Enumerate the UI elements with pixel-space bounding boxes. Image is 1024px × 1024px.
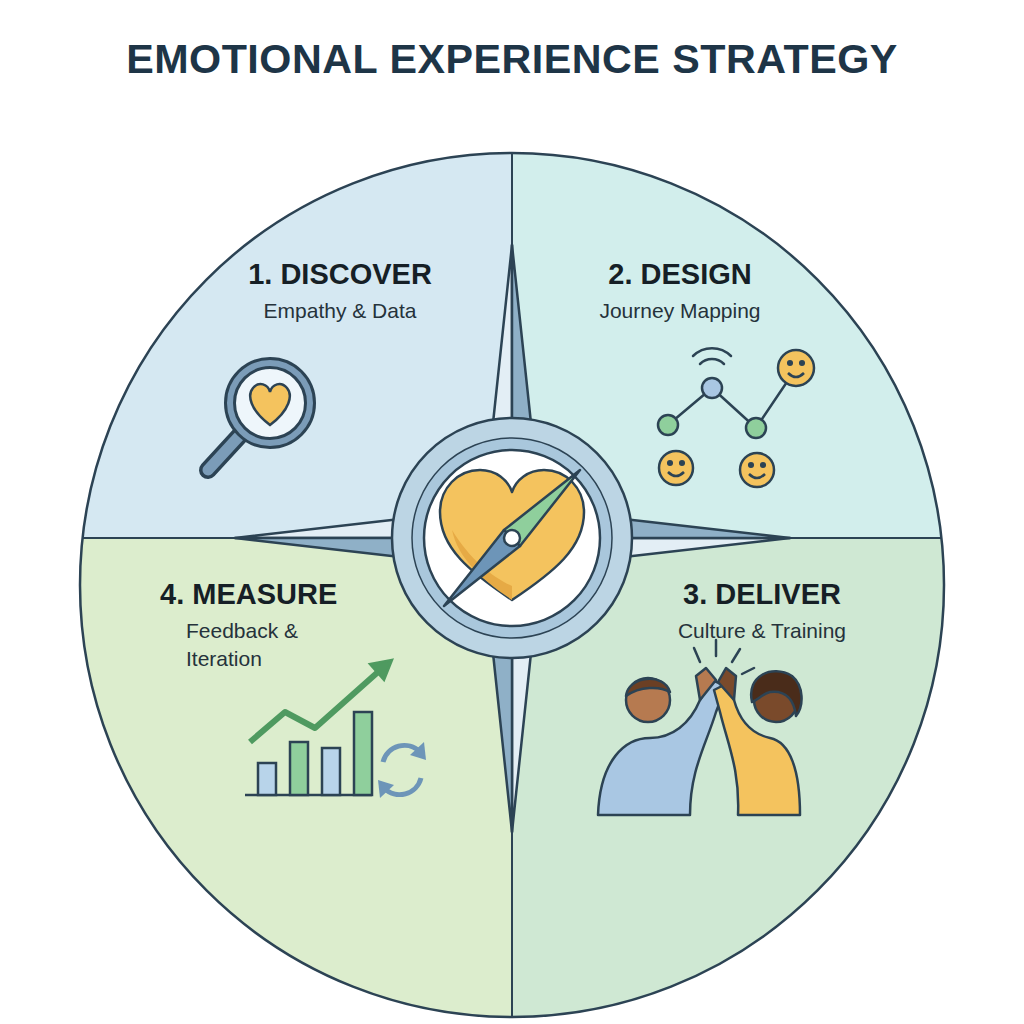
- step-heading: 3. DELIVER: [678, 578, 846, 611]
- magnifier-icon: [208, 363, 310, 470]
- step-subtitle: Feedback & Iteration: [160, 617, 350, 674]
- wheel-quadrants: [60, 140, 972, 1024]
- compass-emblem: [235, 245, 790, 832]
- smiley: [740, 453, 774, 487]
- step-heading: 1. DISCOVER: [248, 258, 432, 291]
- quadrant-label: 3. DELIVER Culture & Training: [678, 578, 846, 645]
- smiley: [778, 350, 814, 386]
- step-heading: 4. MEASURE: [160, 578, 350, 611]
- growth-chart-icon: [245, 660, 426, 798]
- step-heading: 2. DESIGN: [599, 258, 760, 291]
- quadrant-label: 2. DESIGN Journey Mapping: [599, 258, 760, 325]
- quadrant-label: 4. MEASURE Feedback & Iteration: [160, 578, 350, 674]
- quadrant-label: 1. DISCOVER Empathy & Data: [248, 258, 432, 325]
- journey-map-icon: [658, 348, 814, 487]
- smiley: [659, 451, 693, 485]
- step-subtitle: Journey Mapping: [599, 297, 760, 325]
- high-five-icon: [598, 640, 802, 815]
- diagram-title: EMOTIONAL EXPERIENCE STRATEGY: [0, 36, 1024, 83]
- step-subtitle: Culture & Training: [678, 617, 846, 645]
- step-subtitle: Empathy & Data: [248, 297, 432, 325]
